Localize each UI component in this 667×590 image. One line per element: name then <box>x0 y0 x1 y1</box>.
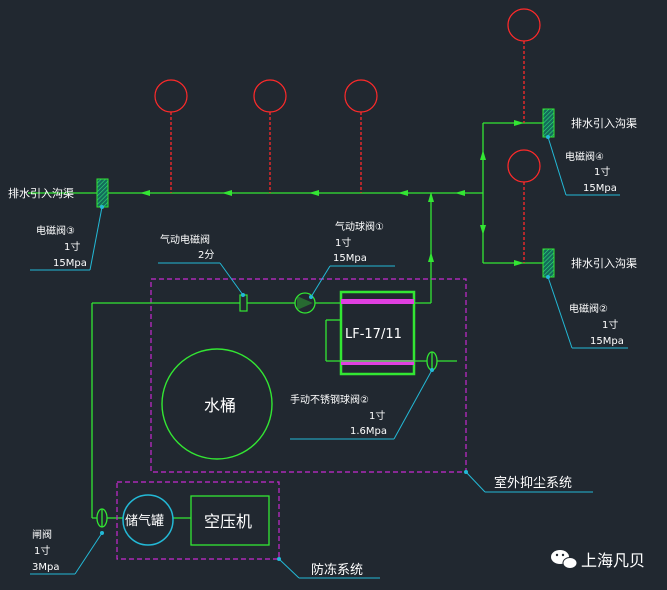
water-tank: 水桶 <box>161 348 273 460</box>
antifreeze-label: 防冻系统 <box>311 562 363 578</box>
compressor-label: 空压机 <box>204 512 252 531</box>
gate-valve-pressure: 3Mpa <box>32 562 59 573</box>
valve3-pressure: 15Mpa <box>53 258 87 269</box>
manual-ball-valve <box>426 351 438 371</box>
pneumatic-ball-size: 1寸 <box>335 236 351 249</box>
drain-label-right-top: 排水引入沟渠 <box>571 116 637 130</box>
solenoid-valve-2 <box>542 248 555 278</box>
air-compressor: 空压机 <box>190 495 270 546</box>
valve2-pressure: 15Mpa <box>590 336 624 347</box>
outdoor-system-label: 室外抑尘系统 <box>494 475 572 491</box>
gate-valve-annotation: 闸阀 1寸 3Mpa <box>30 528 104 575</box>
pneumatic-ball-annotation: 气动球阀① 1寸 15Mpa <box>309 220 395 299</box>
valve3-annotation: 电磁阀③ 1寸 15Mpa <box>30 205 104 271</box>
pneumatic-ball-valve <box>294 292 341 314</box>
wechat-icon <box>551 550 578 569</box>
nozzle-2 <box>253 79 287 193</box>
valve3-size: 1寸 <box>64 240 80 253</box>
outdoor-system-box <box>150 278 467 473</box>
valve2-name: 电磁阀② <box>569 302 608 315</box>
pneumatic-solenoid-valve <box>239 294 248 312</box>
air-tank: 储气罐 <box>122 494 174 546</box>
nozzle-5 <box>507 149 541 263</box>
manual-ball-name: 手动不锈钢球阀② <box>290 393 369 406</box>
filter-label: LF-17/11 <box>345 327 402 342</box>
nozzle-3 <box>344 79 378 193</box>
drain-label-right-bottom: 排水引入沟渠 <box>571 256 637 270</box>
nozzle-1 <box>154 79 188 193</box>
air-tank-label: 储气罐 <box>125 513 164 529</box>
antifreeze-label-group: 防冻系统 <box>277 557 380 579</box>
nozzle-4 <box>507 8 541 123</box>
pneumatic-ball-pressure: 15Mpa <box>333 253 367 264</box>
outdoor-system-label-group: 室外抑尘系统 <box>464 470 593 493</box>
pneumatic-solenoid-name: 气动电磁阀 <box>160 233 210 246</box>
manual-ball-size: 1寸 <box>369 409 385 422</box>
watermark: 上海凡贝 <box>551 550 645 570</box>
pneumatic-solenoid-annotation: 气动电磁阀 2分 <box>158 233 245 297</box>
filter-unit: LF-17/11 <box>339 290 416 376</box>
solenoid-valve-4 <box>542 108 555 138</box>
gate-valve-name: 闸阀 <box>32 528 52 541</box>
main-pipe <box>28 120 543 304</box>
pneumatic-ball-name: 气动球阀① <box>335 220 384 233</box>
pneumatic-solenoid-size: 2分 <box>198 249 214 261</box>
gate-valve-size: 1寸 <box>34 544 50 557</box>
valve4-name: 电磁阀④ <box>565 150 604 163</box>
valve3-name: 电磁阀③ <box>36 224 75 237</box>
watermark-text: 上海凡贝 <box>581 551 645 570</box>
valve4-pressure: 15Mpa <box>583 183 617 194</box>
antifreeze-system-box <box>116 481 280 560</box>
manual-ball-pressure: 1.6Mpa <box>350 426 387 437</box>
gate-valve <box>96 508 108 528</box>
tank-pipe <box>325 319 457 362</box>
manual-ball-annotation: 手动不锈钢球阀② 1寸 1.6Mpa <box>290 368 434 440</box>
valve2-annotation: 电磁阀② 1寸 15Mpa <box>546 275 628 349</box>
valve4-size: 1寸 <box>594 165 610 178</box>
drain-label-left: 排水引入沟渠 <box>8 186 74 200</box>
water-tank-label: 水桶 <box>204 396 236 415</box>
solenoid-valve-3 <box>96 178 109 208</box>
valve2-size: 1寸 <box>602 318 618 331</box>
valve4-annotation: 电磁阀④ 1寸 15Mpa <box>546 135 620 196</box>
